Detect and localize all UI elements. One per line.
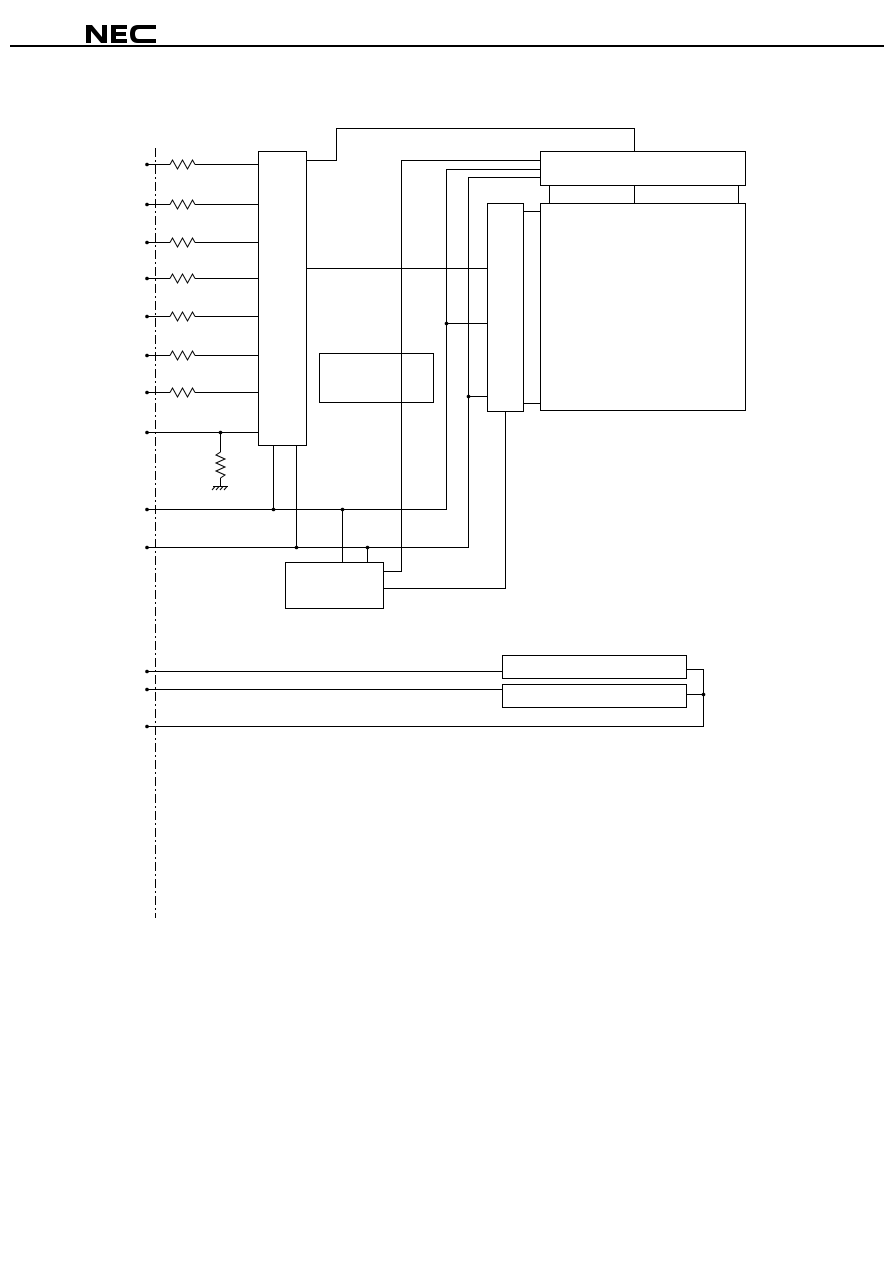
- pin-terminals: [145, 162, 149, 729]
- block-lower-2: [502, 684, 687, 708]
- block-top-right: [540, 151, 746, 186]
- header-rule: [10, 45, 884, 47]
- block-bottom-small: [285, 562, 384, 609]
- interconnect-wires: [147, 128, 739, 727]
- nec-logo: [86, 25, 156, 43]
- junction-dots: [218, 321, 706, 697]
- block-input-latch: [258, 151, 307, 446]
- block-vertical-narrow: [487, 203, 524, 412]
- block-lower-1: [502, 655, 687, 679]
- block-large-array: [540, 203, 746, 411]
- pulldown-input-line: [147, 432, 259, 491]
- block-middle-unlabeled: [319, 353, 434, 403]
- resistor-input-lines: [147, 158, 259, 399]
